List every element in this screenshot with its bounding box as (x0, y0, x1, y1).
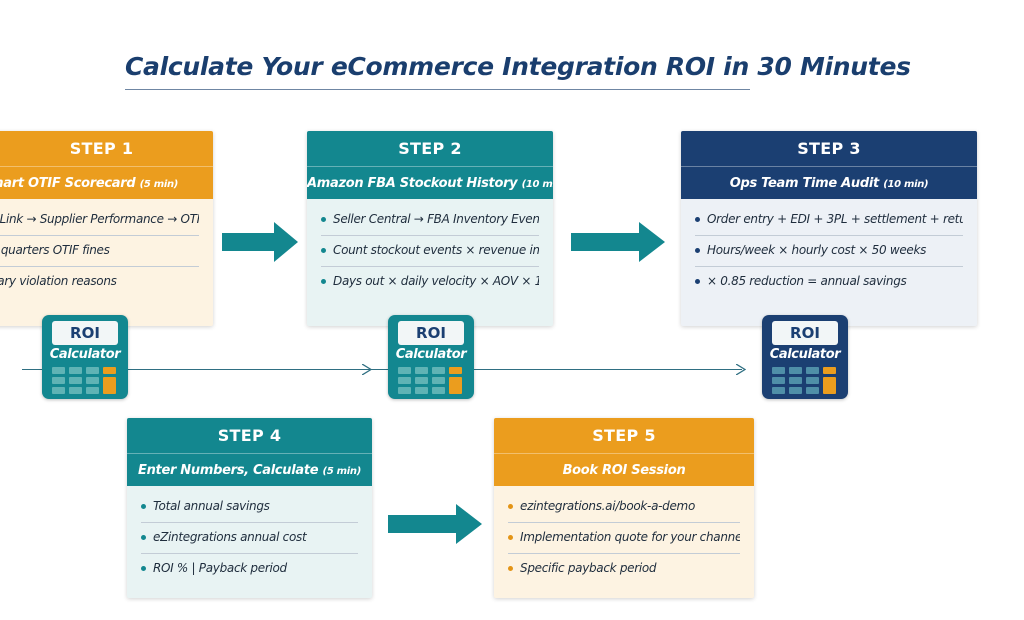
step-1-card: STEP 1 mart OTIF Scorecard (5 min) il Li… (0, 131, 213, 326)
step-4-subtitle-text: Enter Numbers, Calculate (138, 463, 319, 478)
step-5-list: ezintegrations.ai/book-a-demo Implementa… (494, 486, 754, 585)
step-5-subtitle: Book ROI Session (494, 453, 754, 486)
connector-line (22, 369, 742, 370)
step-2-label: STEP 2 (307, 131, 553, 166)
step-2-card: STEP 2 Amazon FBA Stockout History (10 m… (307, 131, 553, 326)
list-item-text: il Link → Supplier Performance → OTIF (0, 212, 199, 226)
bullet-dot (508, 566, 513, 571)
roi-calculator-icon-3: ROI Calculator (762, 315, 848, 399)
bullet-dot (695, 248, 700, 253)
step-4-list: Total annual savings eZintegrations annu… (127, 486, 372, 585)
calculator-screen: ROI (52, 321, 118, 345)
list-item-text: nary violation reasons (0, 274, 117, 288)
list-item-text: Seller Central → FBA Inventory Events (333, 212, 539, 226)
step-4-subtitle: Enter Numbers, Calculate (5 min) (127, 453, 372, 486)
step-3-list: Order entry + EDI + 3PL + settlement + r… (681, 199, 977, 298)
step-1-subtitle: mart OTIF Scorecard (5 min) (0, 166, 213, 199)
step-1-time: (5 min) (139, 179, 179, 190)
list-item: Order entry + EDI + 3PL + settlement + r… (695, 205, 963, 236)
step-2-subtitle-text: Amazon FBA Stockout History (307, 176, 518, 191)
list-item: Days out × daily velocity × AOV × 1.3 (321, 267, 539, 298)
list-item: Total annual savings (141, 492, 358, 523)
bullet-dot (321, 279, 326, 284)
bullet-dot (321, 248, 326, 253)
step-3-subtitle: Ops Team Time Audit (10 min) (681, 166, 977, 199)
roi-calculator-icon-1: ROI Calculator (42, 315, 128, 399)
step-4-time: (5 min) (322, 466, 362, 477)
step-4-to-5-arrow (388, 504, 482, 544)
bullet-dot (321, 217, 326, 222)
step-5-card: STEP 5 Book ROI Session ezintegrations.a… (494, 418, 754, 598)
step-5-label: STEP 5 (494, 418, 754, 453)
list-item: il Link → Supplier Performance → OTIF (0, 205, 199, 236)
calculator-label: Calculator (769, 347, 841, 362)
list-item: × 0.85 reduction = annual savings (695, 267, 963, 298)
list-item: Hours/week × hourly cost × 50 weeks (695, 236, 963, 267)
list-item-text: Order entry + EDI + 3PL + settlement + r… (707, 212, 963, 226)
list-item-text: Specific payback period (520, 561, 657, 575)
step-1-subtitle-text: mart OTIF Scorecard (0, 176, 136, 191)
bullet-dot (141, 504, 146, 509)
list-item: eZintegrations annual cost (141, 523, 358, 554)
step-2-list: Seller Central → FBA Inventory Events Co… (307, 199, 553, 298)
roi-calculator-icon-2: ROI Calculator (388, 315, 474, 399)
step-2-to-3-arrow (571, 222, 665, 262)
connector-arrowhead-1 (362, 364, 372, 375)
step-3-time: (10 min) (883, 179, 929, 190)
step-3-card: STEP 3 Ops Team Time Audit (10 min) Orde… (681, 131, 977, 326)
step-2-time: (10 min) (521, 179, 553, 190)
list-item-text: ezintegrations.ai/book-a-demo (520, 499, 695, 513)
calculator-screen: ROI (772, 321, 838, 345)
list-item: nary violation reasons (0, 267, 199, 298)
page-title: Calculate Your eCommerce Integration ROI… (125, 52, 911, 81)
list-item: Seller Central → FBA Inventory Events (321, 205, 539, 236)
list-item-text: eZintegrations annual cost (153, 530, 307, 544)
bullet-dot (695, 279, 700, 284)
step-1-to-2-arrow (222, 222, 298, 262)
step-1-list: il Link → Supplier Performance → OTIF 4 … (0, 199, 213, 298)
calculator-label: Calculator (49, 347, 121, 362)
step-1-label: STEP 1 (0, 131, 213, 166)
list-item: ROI % | Payback period (141, 554, 358, 585)
bullet-dot (141, 535, 146, 540)
list-item-text: Hours/week × hourly cost × 50 weeks (707, 243, 927, 257)
step-3-subtitle-text: Ops Team Time Audit (729, 176, 880, 191)
bullet-dot (141, 566, 146, 571)
list-item: Implementation quote for your channel mi… (508, 523, 740, 554)
list-item-text: ROI % | Payback period (153, 561, 287, 575)
calculator-label: Calculator (395, 347, 467, 362)
bullet-dot (695, 217, 700, 222)
bullet-dot (508, 504, 513, 509)
step-4-label: STEP 4 (127, 418, 372, 453)
list-item: Specific payback period (508, 554, 740, 585)
list-item-text: Days out × daily velocity × AOV × 1.3 (333, 274, 539, 288)
list-item: Count stockout events × revenue impact (321, 236, 539, 267)
list-item-text: Total annual savings (153, 499, 270, 513)
bullet-dot (508, 535, 513, 540)
list-item-text: × 0.85 reduction = annual savings (707, 274, 907, 288)
list-item-text: 4 quarters OTIF fines (0, 243, 110, 257)
step-2-subtitle: Amazon FBA Stockout History (10 min) (307, 166, 553, 199)
calculator-screen: ROI (398, 321, 464, 345)
list-item-text: Count stockout events × revenue impact (333, 243, 539, 257)
connector-arrowhead-2 (736, 364, 746, 375)
list-item-text: Implementation quote for your channel mi… (520, 530, 740, 544)
title-underline (125, 89, 750, 90)
list-item: 4 quarters OTIF fines (0, 236, 199, 267)
step-3-label: STEP 3 (681, 131, 977, 166)
list-item: ezintegrations.ai/book-a-demo (508, 492, 740, 523)
step-4-card: STEP 4 Enter Numbers, Calculate (5 min) … (127, 418, 372, 598)
